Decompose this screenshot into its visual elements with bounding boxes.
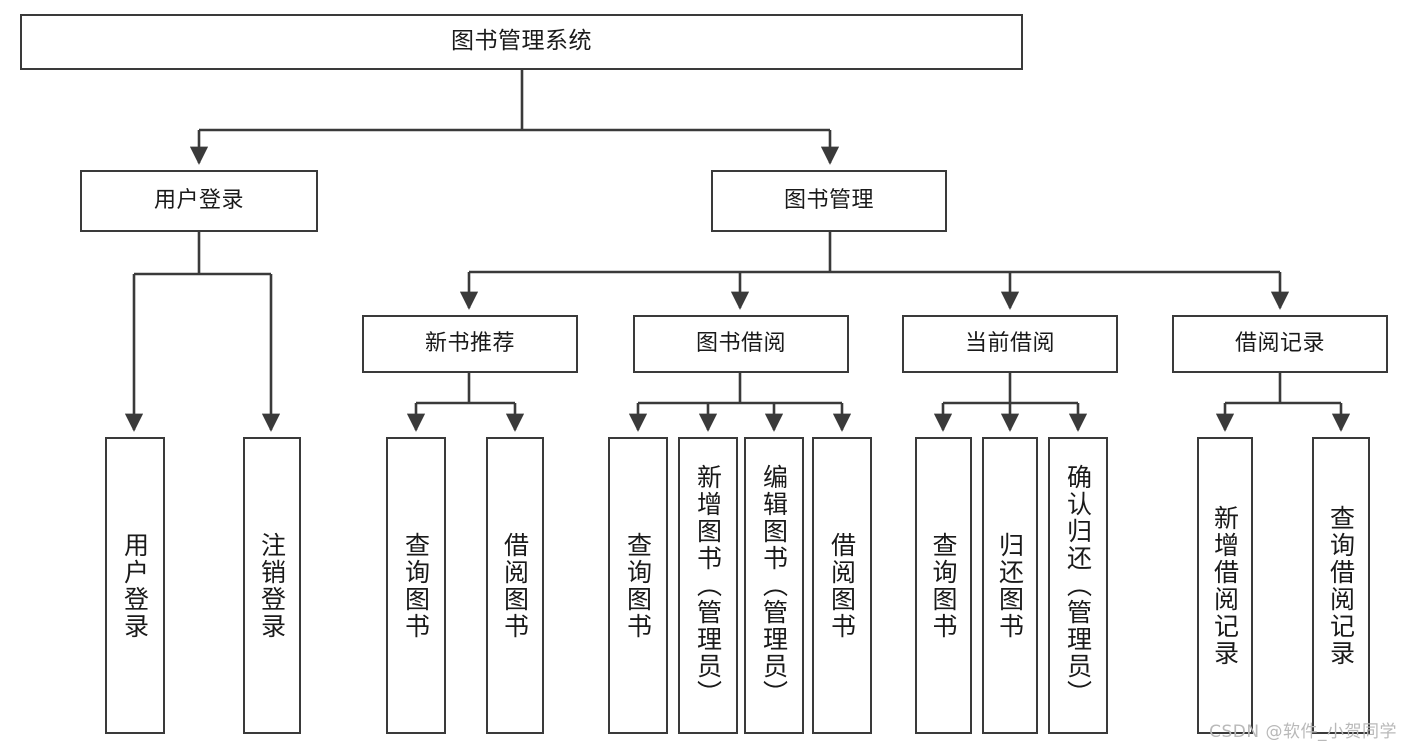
node-book-borrow[interactable]: 图书借阅	[633, 315, 849, 373]
node-new-book-recommend[interactable]: 新书推荐	[362, 315, 578, 373]
node-borrow-records[interactable]: 借阅记录	[1172, 315, 1388, 373]
leaf-edit-book-admin[interactable]: 编辑图书（管理员）	[744, 437, 804, 734]
leaf-query-book-borrow[interactable]: 查询图书	[608, 437, 668, 734]
node-label: 新增图书（管理员）	[693, 464, 723, 707]
node-label: 借阅图书	[500, 531, 530, 640]
node-label: 归还图书	[995, 531, 1025, 640]
leaf-add-book-admin[interactable]: 新增图书（管理员）	[678, 437, 738, 734]
node-label: 用户登录	[153, 188, 244, 214]
leaf-query-book-current[interactable]: 查询图书	[915, 437, 972, 734]
node-label: 查询借阅记录	[1326, 504, 1356, 667]
node-label: 当前借阅	[964, 331, 1055, 357]
node-user-login[interactable]: 用户登录	[80, 170, 318, 232]
watermark: CSDN @软件_小贺同学	[1209, 722, 1397, 742]
leaf-borrow-book[interactable]: 借阅图书	[812, 437, 872, 734]
node-label: 查询图书	[929, 531, 958, 640]
leaf-user-login[interactable]: 用户登录	[105, 437, 165, 734]
node-book-management[interactable]: 图书管理	[711, 170, 947, 232]
node-label: 用户登录	[120, 531, 150, 640]
node-label: 图书管理	[783, 188, 874, 214]
node-label: 确认归还（管理员）	[1063, 464, 1093, 707]
leaf-add-borrow-record[interactable]: 新增借阅记录	[1197, 437, 1253, 734]
leaf-logout[interactable]: 注销登录	[243, 437, 301, 734]
node-label: 图书借阅	[695, 331, 786, 357]
node-label: 查询图书	[623, 531, 653, 640]
node-label: 图书管理系统	[451, 28, 592, 55]
leaf-query-book-newrec[interactable]: 查询图书	[386, 437, 446, 734]
leaf-return-book[interactable]: 归还图书	[982, 437, 1038, 734]
node-label: 编辑图书（管理员）	[759, 464, 789, 707]
node-label: 注销登录	[257, 531, 287, 640]
leaf-borrow-book-newrec[interactable]: 借阅图书	[486, 437, 544, 734]
leaf-query-borrow-record[interactable]: 查询借阅记录	[1312, 437, 1370, 734]
node-current-borrow[interactable]: 当前借阅	[902, 315, 1118, 373]
node-label: 查询图书	[401, 531, 431, 640]
node-label: 借阅图书	[827, 531, 857, 640]
node-root-system[interactable]: 图书管理系统	[20, 14, 1023, 70]
node-label: 新增借阅记录	[1210, 504, 1240, 667]
node-label: 借阅记录	[1234, 331, 1325, 357]
node-label: 新书推荐	[424, 331, 515, 357]
leaf-confirm-return-admin[interactable]: 确认归还（管理员）	[1048, 437, 1108, 734]
